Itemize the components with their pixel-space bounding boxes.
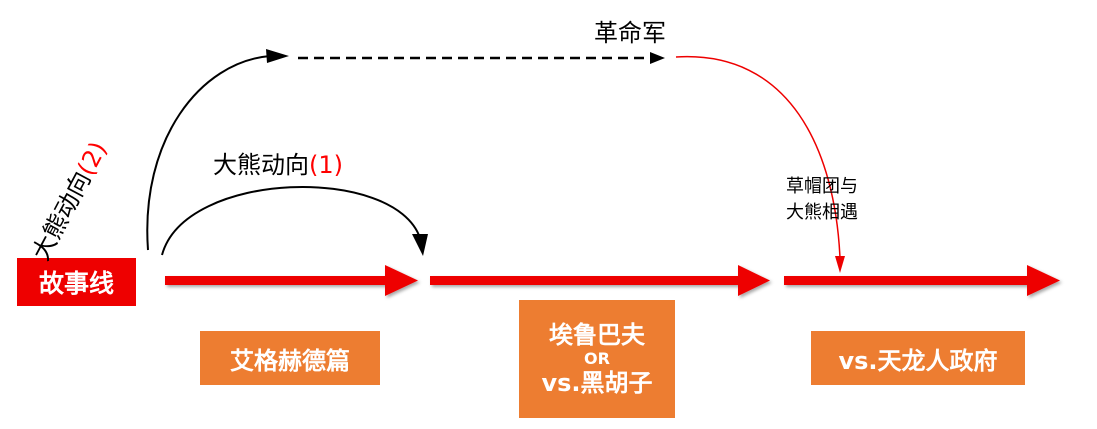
arc-box-celestial-dragons: vs.天龙人政府: [811, 331, 1025, 385]
meeting-red-arrow: [675, 56, 845, 273]
arc-box-egghead-text: 艾格赫德篇: [230, 346, 350, 375]
branch-1-label-number: (1): [309, 151, 343, 179]
storyline-label-text: 故事线: [38, 269, 114, 298]
revolutionary-army-label-text: 革命军: [594, 19, 666, 47]
arc-box-elbaf-or-blackbeard: 埃鲁巴夫 OR vs.黑胡子: [519, 300, 675, 418]
branch-2-arc: [146, 49, 289, 251]
meeting-label: 草帽团与 大熊相遇: [786, 174, 858, 226]
revolutionary-dashed-arrow: [298, 52, 665, 64]
branch-2-arrowhead: [266, 49, 289, 63]
storyline-arrow-3: [784, 265, 1060, 296]
meeting-label-line-1: 草帽团与: [786, 176, 858, 197]
revolutionary-army-label: 革命军: [594, 13, 666, 48]
arc-box-egghead: 艾格赫德篇: [200, 331, 380, 385]
arc-box-or-text: OR: [584, 349, 610, 369]
branch-1-label: 大熊动向(1): [213, 145, 343, 180]
storyline-arrows: [165, 265, 1060, 296]
branch-1-arrowhead: [412, 234, 428, 256]
meeting-label-line-2: 大熊相遇: [786, 202, 858, 224]
storyline-arrow-1: [165, 265, 418, 296]
arc-box-celestial-dragons-text: vs.天龙人政府: [838, 346, 998, 375]
branch-1-label-text: 大熊动向: [213, 151, 309, 179]
storyline-label: 故事线: [17, 258, 136, 306]
storyline-arrow-2: [430, 265, 770, 296]
arc-box-blackbeard-text: vs.黑胡子: [541, 368, 653, 397]
arc-box-elbaf-text: 埃鲁巴夫: [549, 321, 645, 350]
branch-1-arc: [161, 186, 428, 256]
